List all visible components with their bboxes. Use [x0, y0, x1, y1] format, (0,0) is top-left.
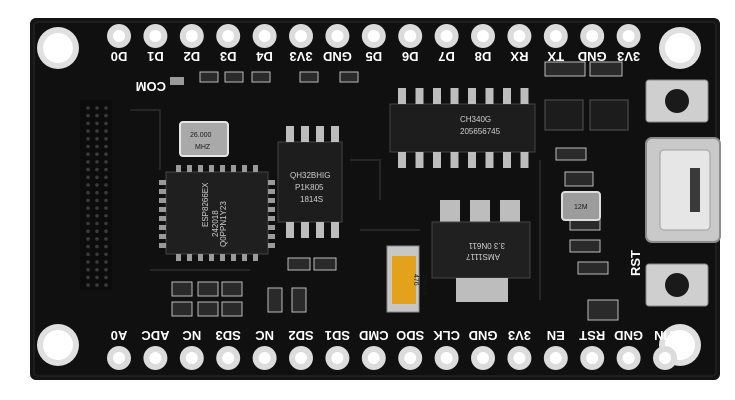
top-pin-label: D8 — [475, 49, 492, 64]
bottom-pin-label: RST — [579, 328, 605, 343]
top-pin-label: D2 — [183, 49, 200, 64]
rst-label: RST — [628, 250, 643, 276]
bottom-pin-label: A0 — [111, 328, 128, 343]
svg-text:12M: 12M — [574, 204, 588, 211]
reset-button[interactable] — [645, 263, 709, 307]
top-pin-label: D4 — [256, 49, 273, 64]
ch340g-chip: CH340G 205656745 — [389, 88, 536, 168]
svg-text:1814S: 1814S — [300, 195, 323, 204]
ams1117-regulator: 3.3 0N611 AMS1117 — [431, 200, 531, 302]
svg-text:QH32BHIG: QH32BHIG — [290, 171, 330, 180]
svg-text:MHZ: MHZ — [195, 144, 211, 151]
bottom-header-pads — [107, 346, 677, 370]
top-pin-label: D7 — [438, 49, 455, 64]
top-pin-label: D0 — [111, 49, 128, 64]
bottom-components — [171, 257, 619, 321]
top-header-pads — [107, 24, 641, 48]
bottom-pin-label: NC — [182, 328, 201, 343]
bottom-pin-label: GND — [469, 328, 498, 343]
top-pin-label: D1 — [147, 49, 164, 64]
crystal-26mhz: 26.000 MHZ — [179, 121, 229, 157]
svg-text:AMS1117: AMS1117 — [466, 252, 500, 261]
bottom-header-labels: A0 ADC NC SD3 NC SD2 SD1 CMD SDO CLK GND 3V3 EN RST GN… — [111, 328, 676, 343]
svg-text:ESP8266EX: ESP8266EX — [201, 182, 210, 227]
esp8266-chip: ESP8266EX 242018 Q0PPN1Y23 — [159, 165, 275, 261]
top-pin-label: GND — [323, 49, 352, 64]
svg-text:CH340G: CH340G — [460, 115, 491, 124]
bottom-pin-label: EN — [547, 328, 565, 343]
bottom-pin-label: 3V3 — [508, 328, 531, 343]
top-pin-label: 3V3 — [289, 49, 312, 64]
flash-button[interactable] — [645, 79, 709, 123]
micro-usb-port[interactable] — [645, 137, 721, 243]
top-pin-label: TX — [547, 49, 564, 64]
svg-text:3.3 0N611: 3.3 0N611 — [468, 241, 505, 250]
right-resistors — [544, 61, 629, 275]
svg-text:205656745: 205656745 — [460, 127, 501, 136]
svg-text:242018: 242018 — [211, 210, 220, 237]
com-label: COM — [136, 79, 166, 94]
bottom-pin-label: ADC — [141, 328, 170, 343]
svg-text:Q0PPN1Y23: Q0PPN1Y23 — [219, 201, 228, 247]
bottom-pin-label: SD1 — [325, 328, 350, 343]
flash-chip: QH32BHIG P1K805 1814S — [277, 126, 343, 238]
top-pin-label: D6 — [402, 49, 419, 64]
tantalum-capacitor: 476 A5623 — [386, 245, 427, 313]
bottom-pin-label: CMD — [359, 328, 389, 343]
bottom-pin-label: SDO — [396, 328, 424, 343]
top-pin-label: RX — [510, 49, 528, 64]
svg-text:476: 476 — [412, 274, 419, 286]
oscillator-12m: 12M — [561, 191, 601, 221]
svg-text:A5623: A5623 — [420, 274, 427, 294]
bottom-pin-label: GND — [614, 328, 643, 343]
top-pin-label: GND — [578, 49, 607, 64]
bottom-pin-label: NC — [255, 328, 274, 343]
bottom-pin-label: SD2 — [288, 328, 313, 343]
top-pin-label: D3 — [220, 49, 237, 64]
bottom-pin-label: VIN — [654, 328, 676, 343]
top-resistors — [199, 71, 359, 83]
bottom-pin-label: SD3 — [216, 328, 241, 343]
status-led — [170, 77, 184, 85]
antenna-area — [80, 100, 112, 290]
pcb-traces — [130, 109, 541, 300]
bottom-pin-label: CLK — [433, 328, 460, 343]
svg-text:26.000: 26.000 — [190, 132, 212, 139]
top-header-labels: D0 D1 D2 D3 D4 3V3 GND D5 D6 D7 D8 RX TX GND 3V3 — [111, 49, 640, 64]
top-pin-label: D5 — [365, 49, 382, 64]
svg-text:P1K805: P1K805 — [295, 183, 324, 192]
top-pin-label: 3V3 — [617, 49, 640, 64]
